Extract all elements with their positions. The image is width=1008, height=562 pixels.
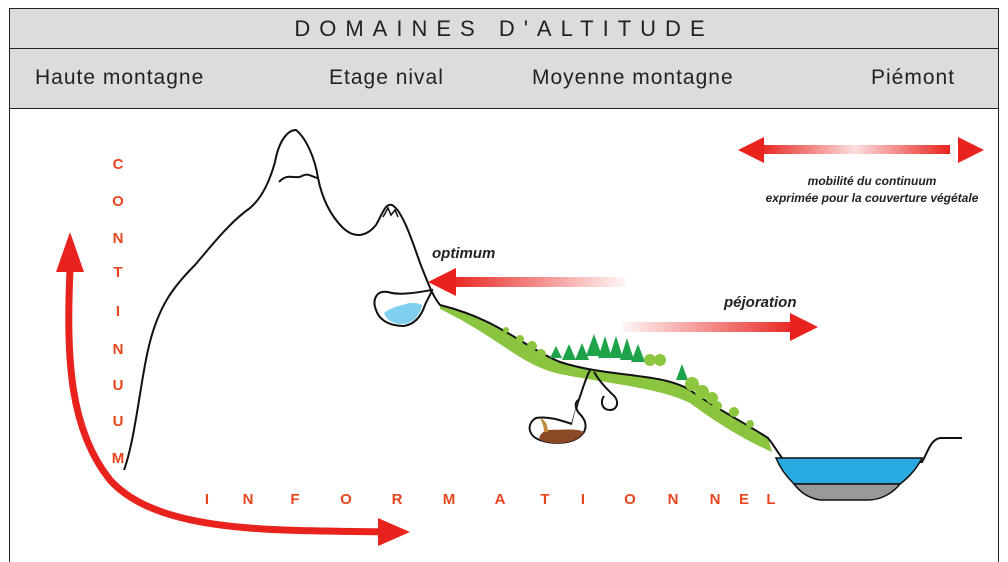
deciduous-tree [516,335,524,343]
valley-lake-sediment [792,483,902,501]
informationnel-letter: O [624,491,636,508]
conifer-tree [586,334,602,356]
legend-line-2: exprimée pour la couverture végétale [766,191,979,205]
cave-soil [539,429,584,444]
continuum-letter: M [112,450,125,467]
deciduous-tree [712,401,722,411]
domain-haute-montagne: Haute montagne [35,66,205,89]
deciduous-tree [503,327,509,333]
mobility-double-arrow [738,137,984,163]
informationnel-letter: N [243,491,254,508]
vegetated-slope [440,305,772,452]
deciduous-tree [536,349,546,359]
informationnel-letter: O [340,491,352,508]
continuum-letter: T [113,264,122,281]
legend-line-1: mobilité du continuum [808,174,937,188]
continuum-letter: C [113,156,124,173]
conifer-tree [575,343,589,360]
continuum-label: C O N T I N U U M [112,156,125,467]
continuum-letter: U [113,377,124,394]
domain-piemont: Piémont [871,66,956,89]
cave-stalactite [540,418,548,432]
valley-lake-water [774,457,924,485]
continuum-letter: I [116,303,120,320]
deciduous-tree [654,354,666,366]
deciduous-tree [644,354,656,366]
informationnel-letter: M [443,491,456,508]
continuum-axis-arrow [56,232,410,546]
pejoration-label: péjoration [723,294,797,311]
informationnel-letter: N [710,491,721,508]
optimum-label: optimum [432,245,495,262]
deciduous-tree [729,407,739,417]
deciduous-tree [527,341,537,351]
informationnel-letter: F [290,491,299,508]
deciduous-tree [695,385,709,399]
optimum-arrow [428,268,625,296]
conifer-tree [550,346,562,358]
continuum-letter: N [113,230,124,247]
domain-moyenne-montagne: Moyenne montagne [532,66,734,89]
informationnel-letter: N [668,491,679,508]
altitude-domains-row: Haute montagne Etage nival Moyenne monta… [9,48,999,109]
continuum-letter: N [113,341,124,358]
informationnel-letter: T [540,491,549,508]
conifer-tree [631,344,645,362]
deciduous-tree [746,420,754,428]
snow-cap [382,206,399,218]
informationnel-letter: A [495,491,506,508]
mountain-outline [123,128,787,471]
continuum-letter: U [113,413,124,430]
conifer-tree [609,336,623,358]
pejoration-arrow [622,313,818,341]
informationnel-letter: E [739,491,749,508]
informationnel-letter: R [392,491,403,508]
domain-etage-nival: Etage nival [329,66,444,89]
informationnel-letter: L [766,491,775,508]
conifer-tree [620,338,634,360]
diagram-title: DOMAINES D'ALTITUDE [294,15,714,41]
deciduous-forest [503,327,754,428]
title-bar: DOMAINES D'ALTITUDE [9,8,999,49]
deciduous-tree [706,392,718,404]
conifer-tree [676,364,688,380]
informationnel-letter: I [205,491,209,508]
informationnel-letter: I [581,491,585,508]
summit-detail [278,173,319,183]
karst-side-conduit [593,371,618,412]
conifer-tree [598,336,612,358]
informationnel-label: I N F O R M A T I O N N E L [205,491,776,508]
conifer-tree [562,344,576,360]
deciduous-tree [685,377,699,391]
cirque-water [384,302,422,324]
conifer-forest [550,334,688,380]
valley-lake-basin [786,437,962,463]
continuum-letter: O [112,193,124,210]
